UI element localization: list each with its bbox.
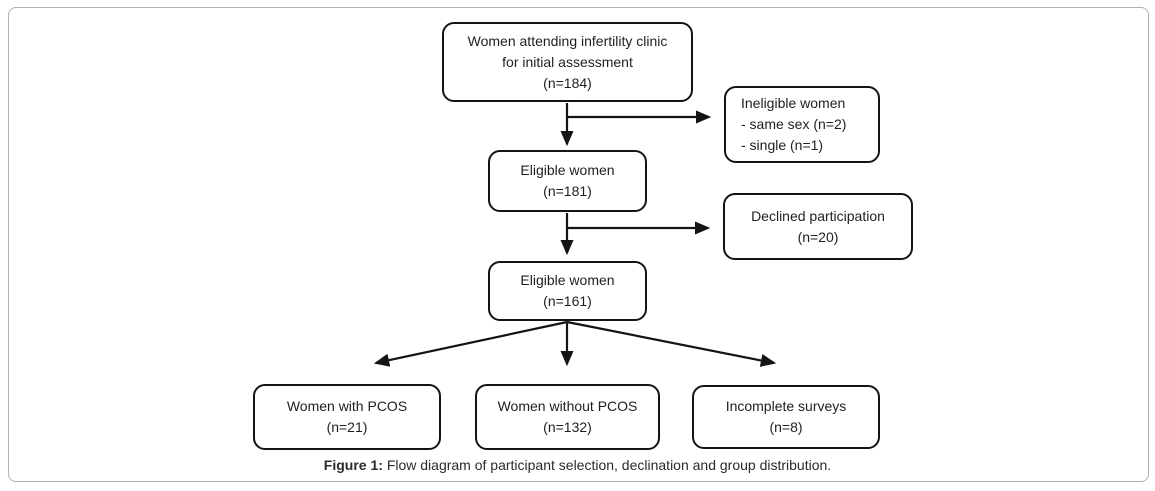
node-text-line: Ineligible women	[741, 95, 846, 111]
node-text-line: Eligible women	[520, 162, 615, 178]
node-text-line: Women with PCOS	[286, 398, 408, 414]
node-text-line: for initial assessment	[502, 53, 633, 70]
node-text-line: Incomplete surveys	[725, 398, 847, 414]
node-count: (n=21)	[326, 419, 368, 435]
node-text-line: - same sex (n=2)	[741, 116, 847, 132]
node-women-with-pcos: Women with PCOS (n=21)	[253, 384, 441, 450]
figure-caption: Figure 1: Flow diagram of participant se…	[0, 456, 1155, 474]
node-eligible-women-181: Eligible women (n=181)	[488, 150, 647, 212]
node-count: (n=184)	[543, 74, 592, 91]
node-text-line: Declined participation	[751, 207, 885, 224]
figure-caption-text: Flow diagram of participant selection, d…	[386, 457, 832, 473]
node-ineligible-women: Ineligible women - same sex (n=2) - sing…	[724, 86, 880, 163]
node-women-without-pcos: Women without PCOS (n=132)	[475, 384, 660, 450]
node-count: (n=8)	[769, 419, 803, 435]
figure-caption-label: Figure 1:	[323, 457, 383, 473]
node-initial-assessment: Women attending infertility clinic for i…	[442, 22, 693, 102]
node-count: (n=161)	[543, 293, 592, 309]
node-text-line: Women attending infertility clinic	[467, 32, 668, 49]
node-count: (n=181)	[543, 183, 592, 199]
node-text-line: Eligible women	[520, 272, 615, 288]
node-declined-participation: Declined participation (n=20)	[723, 193, 913, 260]
node-eligible-women-161: Eligible women (n=161)	[488, 261, 647, 321]
node-text-line: Women without PCOS	[497, 398, 638, 414]
node-text-line: - single (n=1)	[741, 137, 824, 153]
node-count: (n=20)	[797, 228, 839, 245]
node-incomplete-surveys: Incomplete surveys (n=8)	[692, 385, 880, 449]
node-count: (n=132)	[543, 419, 592, 435]
